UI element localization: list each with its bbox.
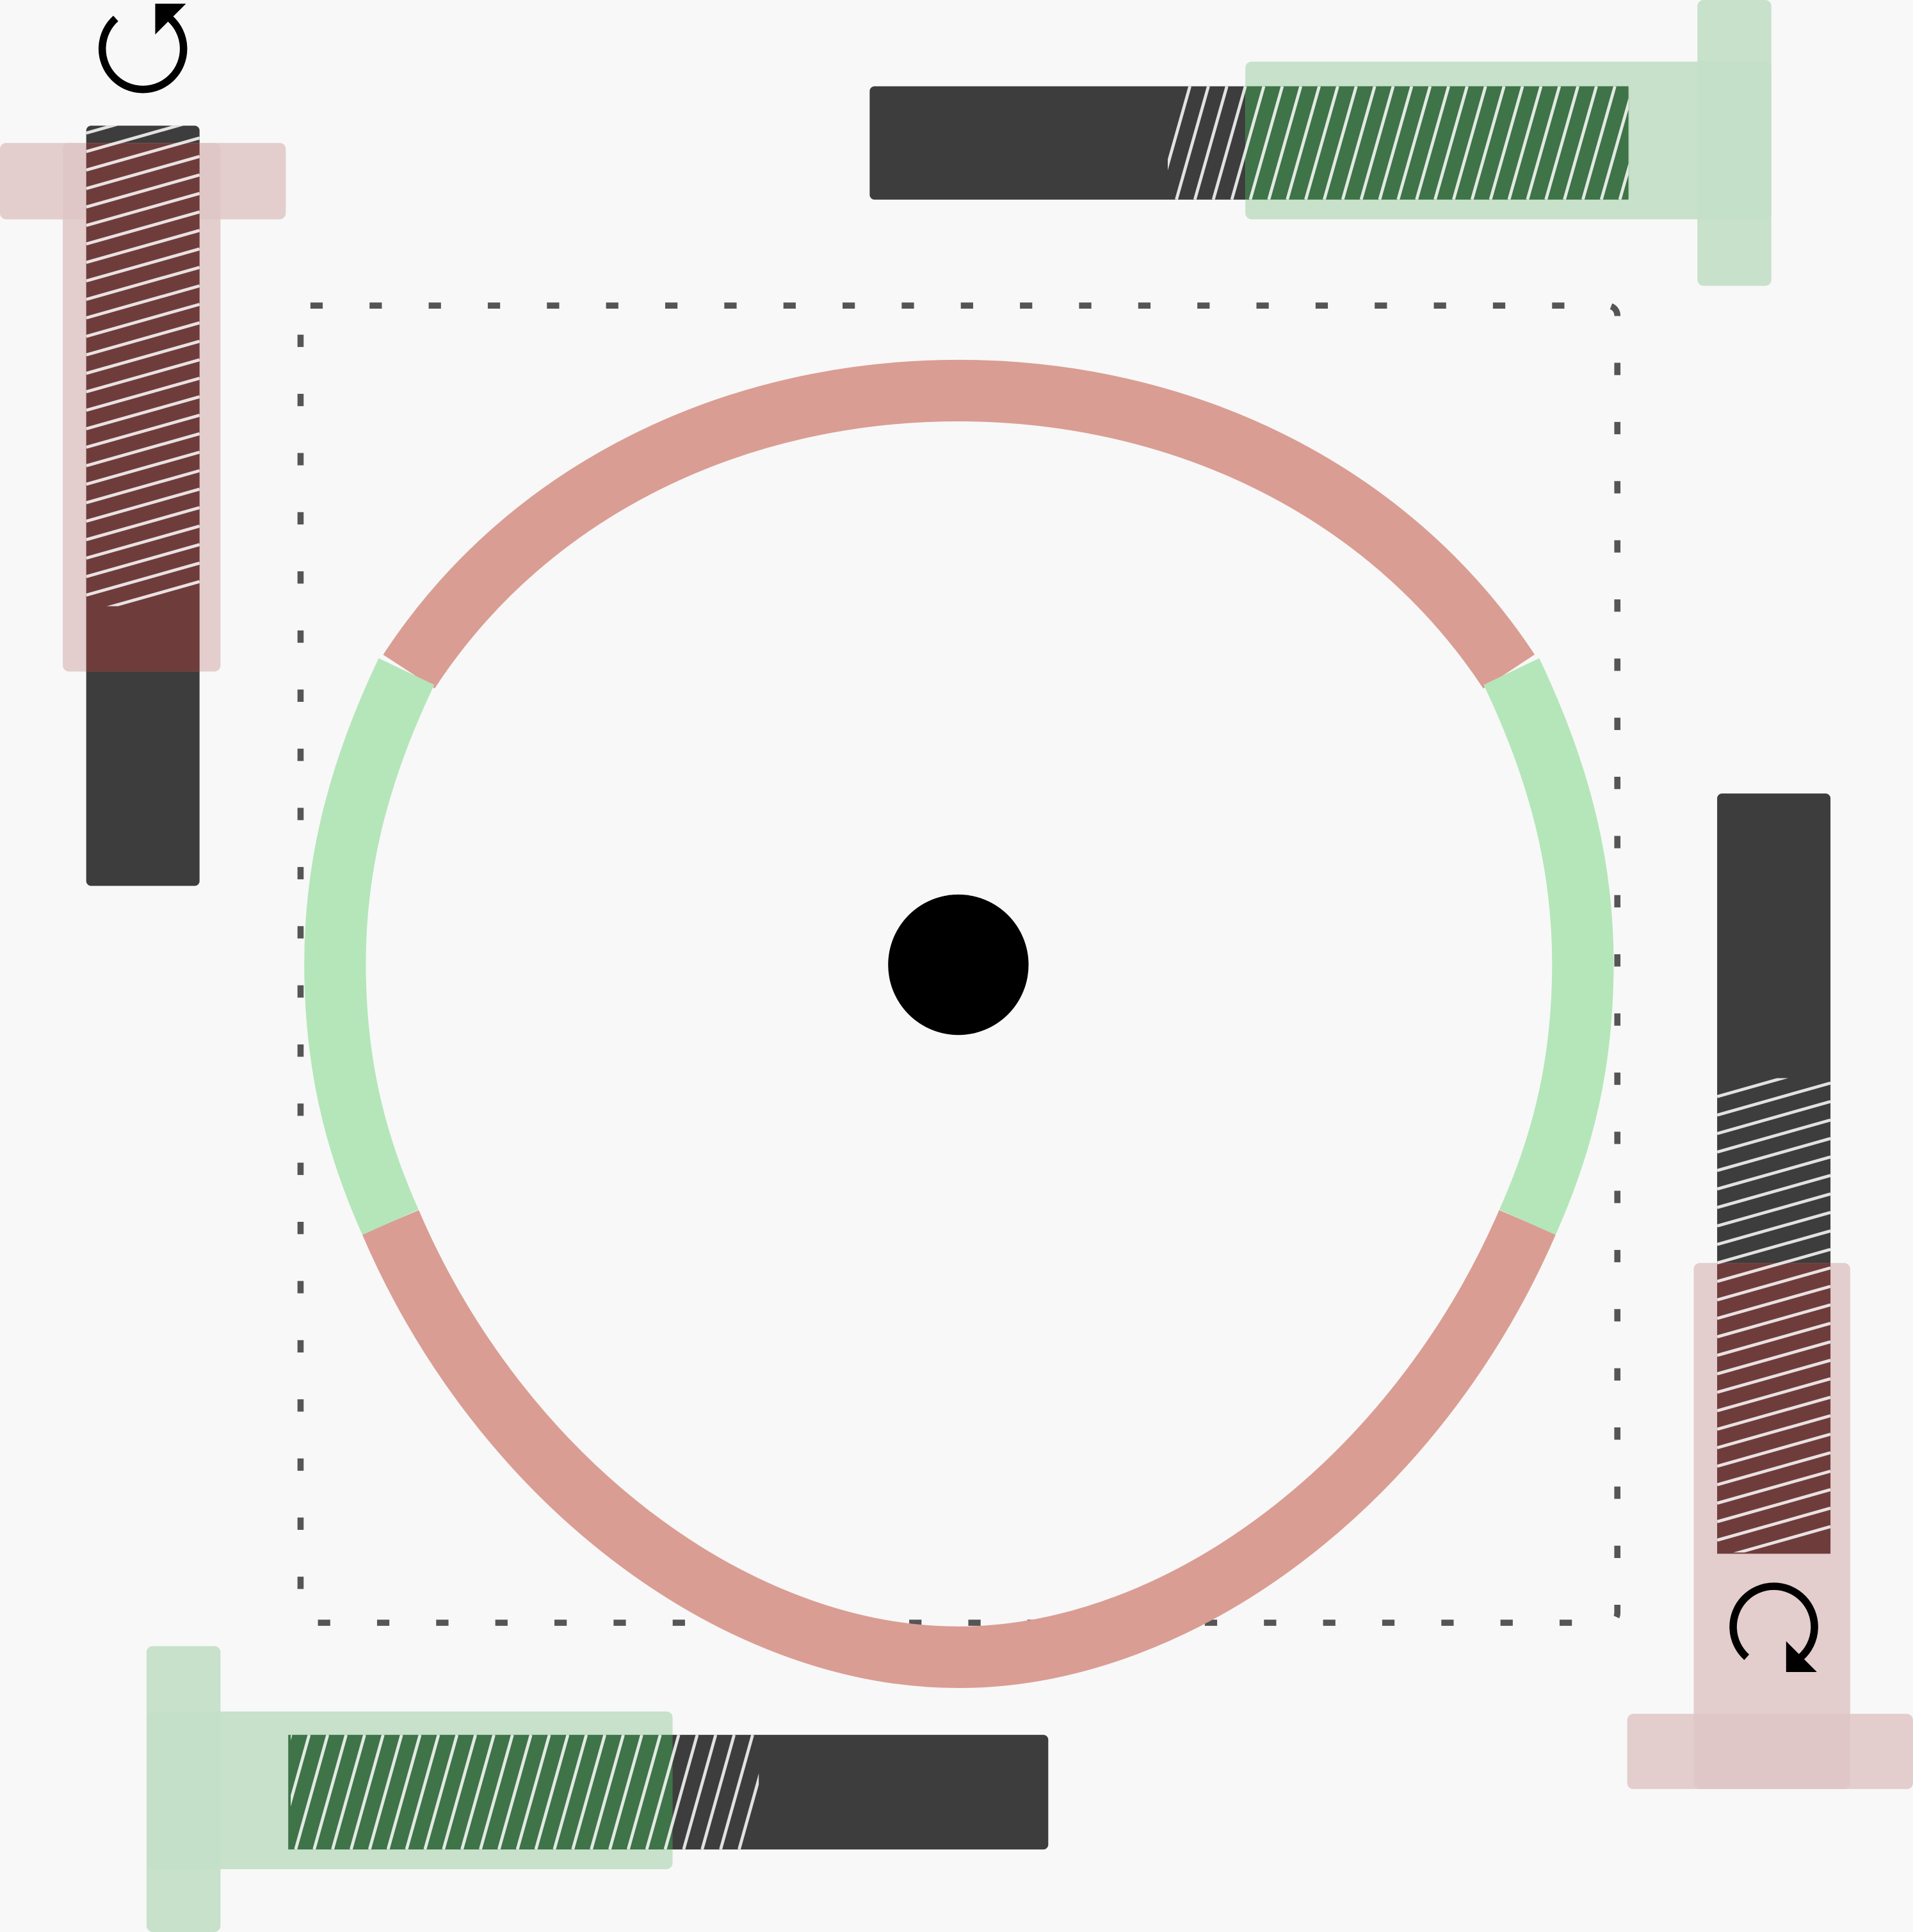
ring-segment-bottom-red: [362, 1210, 1556, 1689]
screw-thread-band: [86, 143, 200, 672]
screw-bottom-right: [1627, 793, 1913, 1789]
ring: [304, 359, 1614, 1689]
screw-threads: [1717, 1078, 1831, 1553]
ring-segment-right-green: [1483, 658, 1614, 1235]
screw-threads: [86, 126, 200, 606]
counterclockwise-rotate-icon: [98, 3, 188, 93]
screw-thread-band: [1717, 1263, 1831, 1554]
screw-top-right: [869, 0, 1772, 286]
ring-segment-left-green: [304, 658, 435, 1235]
dashed-frame: [297, 302, 1621, 1626]
clockwise-rotate-icon: [1729, 1582, 1818, 1673]
screw-threads: [291, 1735, 759, 1850]
center-dot: [888, 894, 1029, 1035]
screw-thread-band: [1245, 86, 1629, 200]
screw-bottom-left: [146, 1646, 1049, 1932]
screw-threads: [1167, 86, 1629, 200]
ring-segment-top-red: [383, 359, 1535, 689]
screw-top-left: [0, 126, 286, 886]
